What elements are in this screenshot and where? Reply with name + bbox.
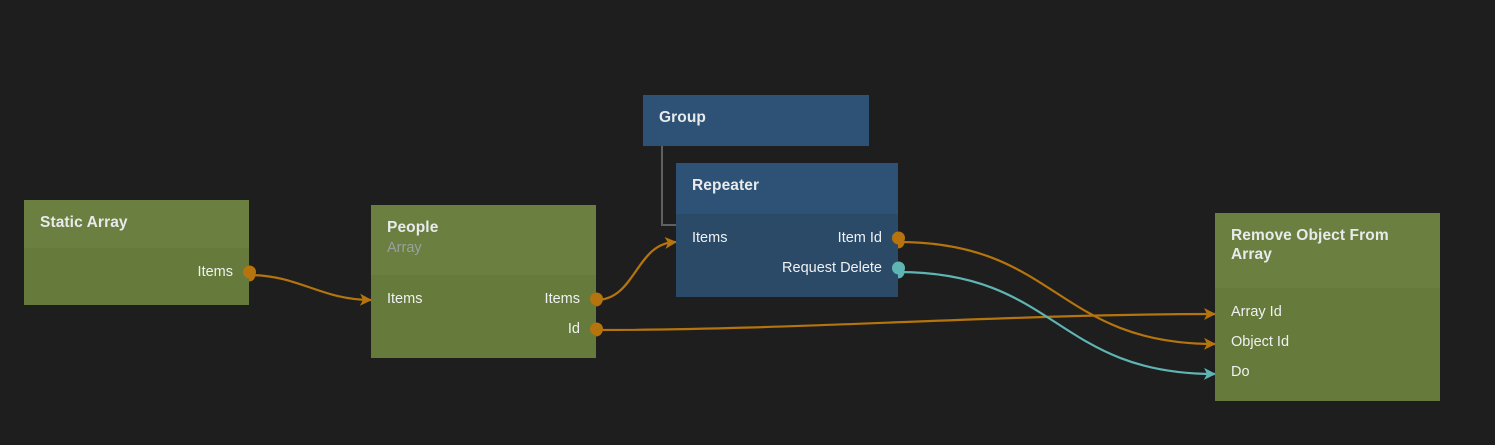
edge-people-items-to-repeater-items[interactable]: [594, 240, 678, 302]
node-header-group[interactable]: Group: [643, 95, 869, 146]
port-dot-out-item-id[interactable]: [891, 231, 905, 245]
node-body-static-array: Items: [24, 248, 256, 305]
port-dot-out-request-delete[interactable]: [891, 261, 905, 275]
port-row: Do: [1215, 357, 1440, 387]
port-row: Id: [371, 314, 603, 344]
port-out-static-array-items[interactable]: Items: [24, 257, 256, 287]
port-label-item-id: Item Id: [837, 229, 882, 246]
node-title-people: People: [387, 219, 439, 236]
node-header-static-array[interactable]: Static Array: [24, 200, 249, 248]
node-title-remove-object-from-array: Remove Object From Array: [1231, 227, 1389, 263]
port-out-people-id[interactable]: Id: [371, 314, 603, 344]
port-dot-out-items[interactable]: [589, 292, 603, 306]
node-group[interactable]: Group: [643, 95, 869, 146]
edge-staticarray-items-to-people-items[interactable]: [247, 273, 373, 302]
port-label-items: Items: [387, 290, 423, 307]
edge-people-id-to-removeobject-arrayid[interactable]: [594, 312, 1217, 332]
port-dot-out-items[interactable]: [242, 265, 256, 279]
port-in-people-items[interactable]: Items: [371, 284, 596, 314]
port-out-repeater-request-delete[interactable]: Request Delete: [676, 253, 905, 283]
port-label-do: Do: [1231, 363, 1250, 380]
node-header-remove-object-from-array[interactable]: Remove Object From Array: [1215, 213, 1440, 288]
port-in-remove-object-from-array-do[interactable]: Do: [1215, 357, 1440, 387]
port-label-array-id: Array Id: [1231, 303, 1282, 320]
port-dot-out-id[interactable]: [589, 322, 603, 336]
node-title-static-array: Static Array: [40, 214, 128, 231]
port-label-request-delete: Request Delete: [782, 259, 882, 276]
edge-repeater-itemid-to-removeobject-objectid[interactable]: [896, 240, 1217, 346]
node-subtitle-people: Array: [387, 239, 422, 256]
port-out-people-items[interactable]: Items: [371, 284, 603, 314]
port-out-repeater-item-id[interactable]: Item Id: [676, 223, 905, 253]
port-label-items: Items: [544, 290, 580, 307]
port-row: Items: [24, 257, 256, 287]
node-body-remove-object-from-array: Array Id Object Id Do: [1215, 288, 1440, 401]
port-in-remove-object-from-array-array-id[interactable]: Array Id: [1215, 297, 1440, 327]
port-in-repeater-items[interactable]: Items: [676, 223, 898, 253]
node-body-repeater: Items Item Id Request Delete: [676, 214, 905, 297]
port-label-items: Items: [197, 263, 233, 280]
port-label-items: Items: [692, 229, 728, 246]
node-header-repeater[interactable]: Repeater: [676, 163, 898, 214]
port-label-object-id: Object Id: [1231, 333, 1290, 350]
port-row: Array Id: [1215, 297, 1440, 327]
port-in-remove-object-from-array-object-id[interactable]: Object Id: [1215, 327, 1440, 357]
port-row: Items Item Id: [676, 223, 905, 253]
edge-repeater-requestdelete-to-removeobject-do[interactable]: [896, 270, 1217, 376]
node-title-group: Group: [659, 109, 706, 126]
port-row: Items Items: [371, 284, 603, 314]
port-row: Object Id: [1215, 327, 1440, 357]
port-row: Request Delete: [676, 253, 905, 283]
node-title-repeater: Repeater: [692, 177, 760, 194]
port-label-id: Id: [567, 320, 580, 337]
